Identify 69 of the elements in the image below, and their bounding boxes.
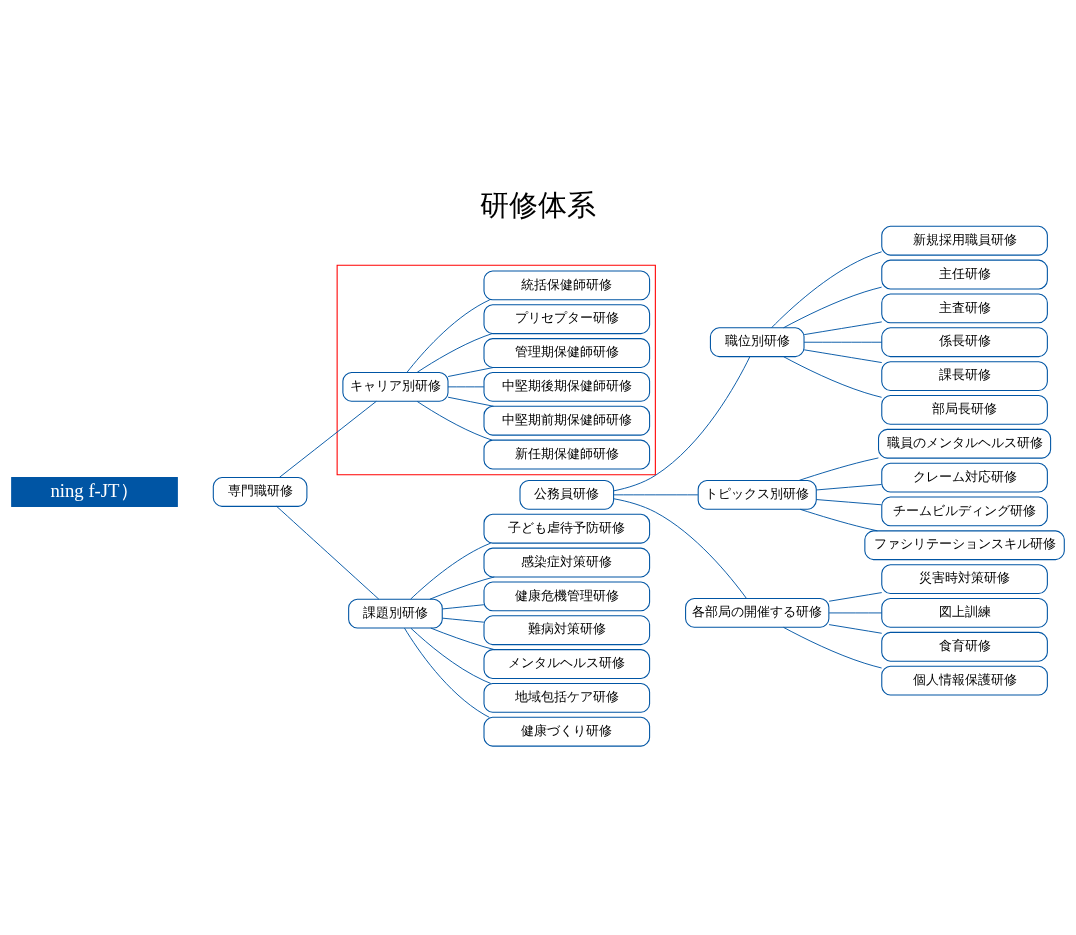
connector	[404, 627, 490, 718]
connector	[416, 401, 493, 441]
node-box: プリセプター研修	[483, 304, 651, 335]
node-box: 専門職研修	[212, 477, 308, 507]
connector	[410, 542, 492, 600]
node-box: 健康づくり研修	[483, 716, 651, 747]
node-box: 職位別研修	[709, 327, 805, 358]
connector	[798, 457, 879, 481]
connector	[783, 356, 883, 398]
connector	[613, 494, 699, 496]
node-box: 公務員研修	[519, 479, 615, 510]
connector	[441, 617, 485, 623]
node-box: 新規採用職員研修	[881, 225, 1048, 256]
connector	[783, 286, 883, 329]
diagram-title: 研修体系	[480, 187, 596, 222]
node-box: 新任期保健師研修	[483, 439, 651, 470]
connector	[828, 592, 883, 602]
node-box: 課題別研修	[348, 598, 443, 629]
node-box: 子ども虐待予防研修	[483, 513, 651, 544]
connector	[410, 627, 492, 684]
node-box: 主査研修	[881, 293, 1048, 324]
node-box: 職員のメンタルヘルス研修	[878, 428, 1052, 459]
connector	[828, 612, 883, 614]
node-box: 感染症対策研修	[483, 547, 651, 578]
connector	[429, 576, 495, 600]
node-box: 健康危機管理研修	[483, 581, 651, 612]
connector	[803, 321, 883, 336]
connector	[799, 508, 878, 532]
node-box: 係長研修	[881, 327, 1048, 358]
node-box: 個人情報保護研修	[881, 665, 1048, 696]
connector	[803, 349, 883, 364]
node-box: 各部局の開催する研修	[685, 598, 830, 628]
connector	[447, 386, 485, 388]
connector	[771, 251, 883, 329]
cluster	[336, 264, 656, 476]
connector	[815, 484, 883, 491]
node-box: 中堅期後期保健師研修	[483, 371, 651, 402]
node-box: チームビルディング研修	[881, 496, 1048, 527]
connector	[613, 356, 751, 492]
connector	[803, 341, 883, 343]
connector	[828, 624, 883, 634]
node-box: 食育研修	[881, 631, 1048, 662]
node-box: 難病対策研修	[483, 615, 651, 646]
connector	[406, 299, 491, 373]
connector	[416, 333, 493, 373]
node-box: 地域包括ケア研修	[483, 682, 651, 713]
connector	[276, 505, 380, 600]
node-box: 図上訓練	[881, 598, 1048, 628]
connector	[815, 499, 883, 506]
node-box: 課長研修	[881, 361, 1048, 391]
node-box: 統括保健師研修	[483, 270, 651, 301]
connector	[447, 396, 494, 407]
node-box: 部局長研修	[881, 394, 1048, 425]
node-box: ファシリテーションスキル研修	[864, 530, 1065, 561]
node-box: 主任研修	[881, 259, 1048, 290]
connector	[783, 626, 883, 669]
connector	[278, 400, 377, 478]
connector	[447, 367, 494, 377]
node-box: クレーム対応研修	[881, 462, 1048, 493]
node-box: トピックス別研修	[697, 479, 817, 510]
connector	[613, 498, 747, 599]
node-box: キャリア別研修	[342, 371, 449, 402]
node-box: 管理期保健師研修	[483, 338, 651, 368]
node-box: ning f-JT）	[11, 477, 178, 507]
node-box: メンタルヘルス研修	[483, 649, 651, 679]
node-box: 中堅期前期保健師研修	[483, 405, 651, 436]
connector	[441, 604, 485, 610]
node-box: 災害時対策研修	[881, 564, 1048, 595]
connector	[430, 627, 495, 651]
